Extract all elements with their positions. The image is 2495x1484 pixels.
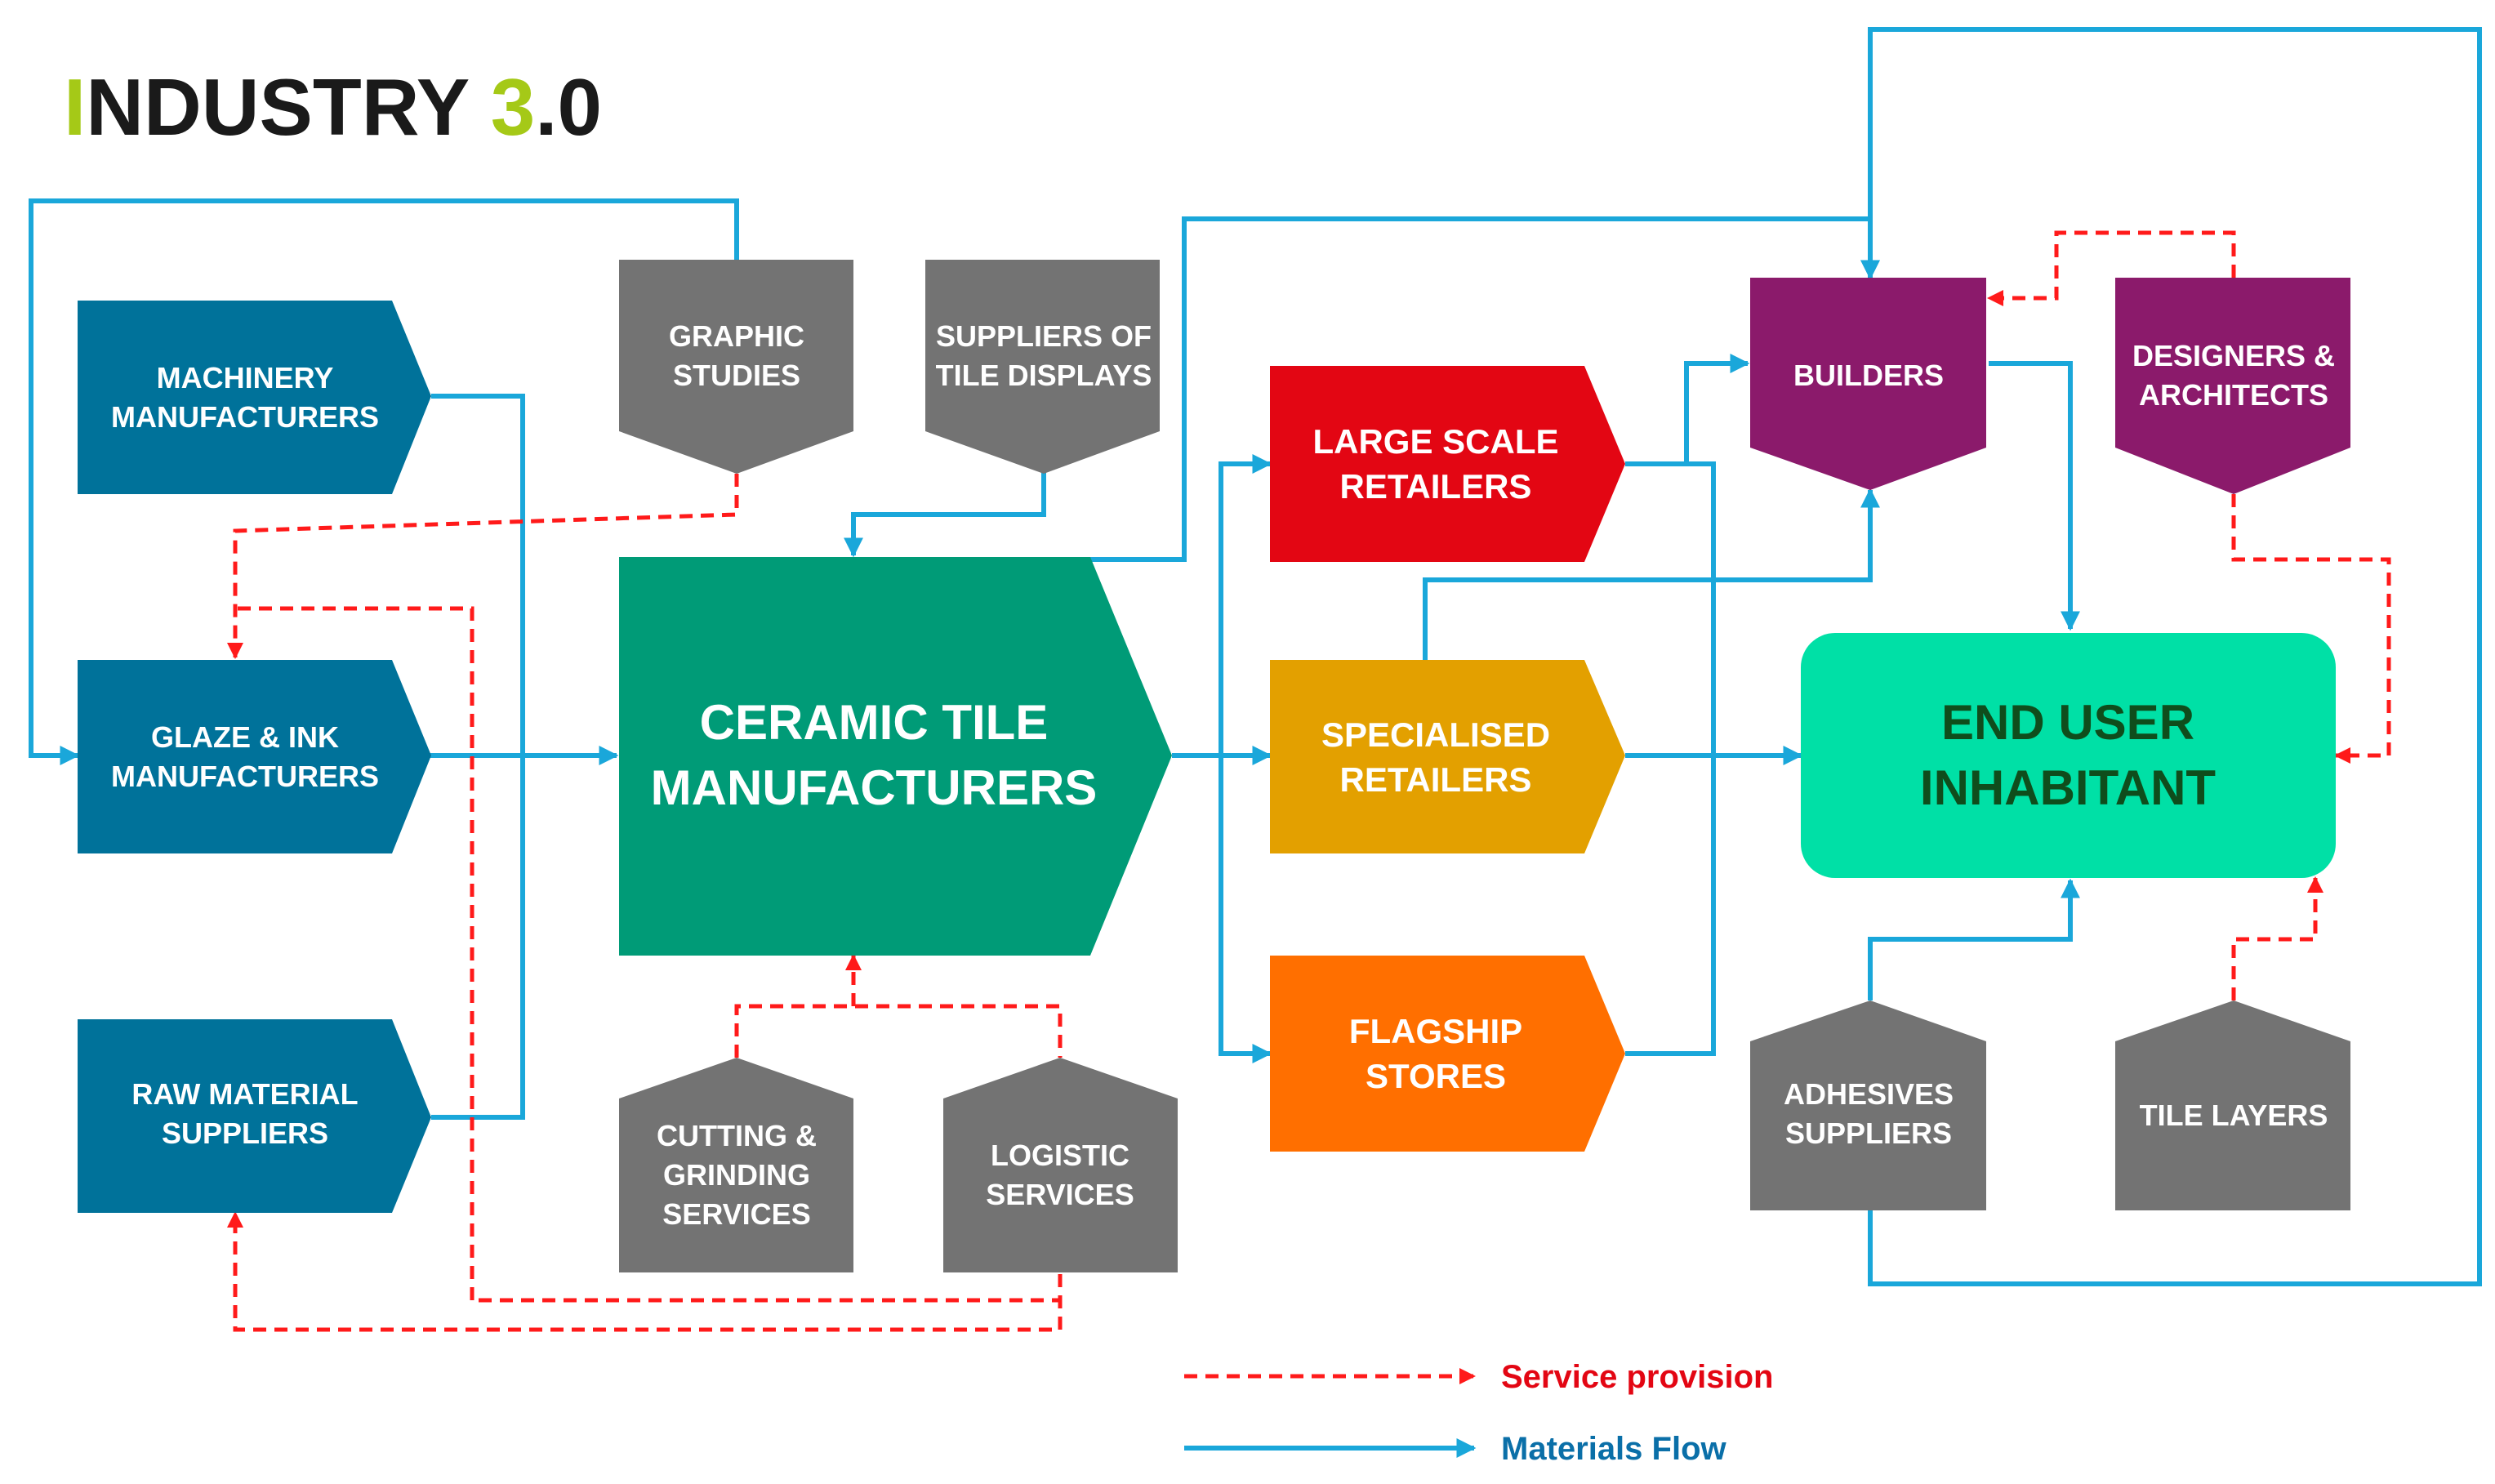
title-version-first: 3 xyxy=(491,62,536,152)
svg-text:TILE LAYERS: TILE LAYERS xyxy=(2140,1099,2328,1132)
service-graphic-to-glaze xyxy=(227,474,739,659)
title-prefix: I xyxy=(64,62,86,152)
flow-builders-to-enduser xyxy=(1989,361,2080,631)
flow-ceramic-to-large xyxy=(1219,454,1272,755)
flow-adhesives-to-builders xyxy=(1860,27,2482,1286)
service-logistic-to-glaze xyxy=(235,606,474,1300)
service-tilelayers-to-enduser xyxy=(2231,876,2323,1000)
title-main: NDUSTRY xyxy=(86,62,491,152)
title-version-rest: .0 xyxy=(535,62,602,152)
flow-specialised-to-builders xyxy=(1423,488,1880,660)
svg-text:BUILDERS: BUILDERS xyxy=(1793,359,1944,392)
flow-large-to-enduser xyxy=(1625,461,1716,1056)
svg-text:DESIGNERS &ARCHITECTS: DESIGNERS &ARCHITECTS xyxy=(2132,339,2335,412)
flow-displays-to-ceramic xyxy=(844,472,1046,558)
service-designers-to-builders xyxy=(1987,230,2236,306)
node-designers-architects: DESIGNERS &ARCHITECTS xyxy=(2115,278,2350,494)
node-tile-layers: TILE LAYERS xyxy=(2115,1000,2350,1210)
flow-large-to-builders xyxy=(1625,354,1750,466)
materials-flow-lines xyxy=(29,27,2482,1286)
flow-graphic-to-glaze xyxy=(29,198,739,765)
diagram-title: INDUSTRY 3.0 xyxy=(64,62,602,152)
flow-ceramic-to-flagship xyxy=(1219,755,1272,1063)
service-logistic-to-raw xyxy=(227,1211,1063,1332)
flow-adhesives-to-enduser xyxy=(1868,878,2080,1000)
service-provision-lines xyxy=(227,230,2391,1332)
node-builders: BUILDERS xyxy=(1750,278,1986,490)
legend: Service provision Materials Flow xyxy=(1184,1359,1773,1467)
service-logistic-loop xyxy=(472,1274,1063,1303)
service-designers-to-enduser xyxy=(2231,494,2391,764)
legend-service-label: Service provision xyxy=(1501,1359,1773,1395)
service-cutting-to-ceramic xyxy=(734,1004,1063,1058)
legend-materials-label: Materials Flow xyxy=(1501,1431,1727,1467)
